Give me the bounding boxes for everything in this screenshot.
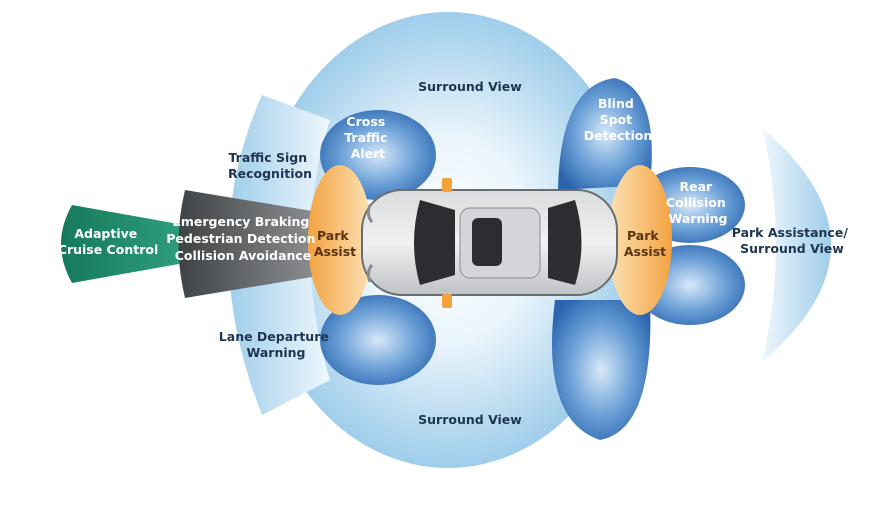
park-assist-zone-rear xyxy=(608,165,672,315)
park-assistance-surround-view-label: Park Assistance/ Surround View xyxy=(732,225,853,256)
blind-spot-lobe xyxy=(558,78,652,190)
park-assist-rear-label: Park Assist xyxy=(624,228,666,259)
surround-view-label-top: Surround View xyxy=(418,79,522,94)
park-assist-zone-front xyxy=(308,165,372,315)
adaptive-cruise-zone xyxy=(61,205,190,283)
cross-traffic-lobe-lower xyxy=(320,295,436,385)
lane-departure-warning-label: Lane Departure Warning xyxy=(219,329,333,360)
car xyxy=(361,178,618,308)
blind-spot-lobe-lower xyxy=(552,300,651,440)
traffic-sign-recognition-label: Traffic Sign Recognition xyxy=(228,150,312,181)
surround-view-label-bottom: Surround View xyxy=(418,412,522,427)
emergency-braking-zone xyxy=(178,190,318,298)
cross-traffic-alert-label: Cross Traffic Alert xyxy=(344,114,391,161)
rear-collision-warning-label: Rear Collision Warning xyxy=(666,179,730,226)
blind-spot-detection-label: Blind Spot Detection xyxy=(584,96,652,143)
rear-surround-zone xyxy=(762,128,831,362)
emergency-braking-label: Emergency Braking Pedestrian Detection C… xyxy=(166,214,319,263)
adaptive-cruise-control-label: Adaptive Cruise Control xyxy=(58,226,158,257)
park-assist-front-label: Park Assist xyxy=(314,228,356,259)
